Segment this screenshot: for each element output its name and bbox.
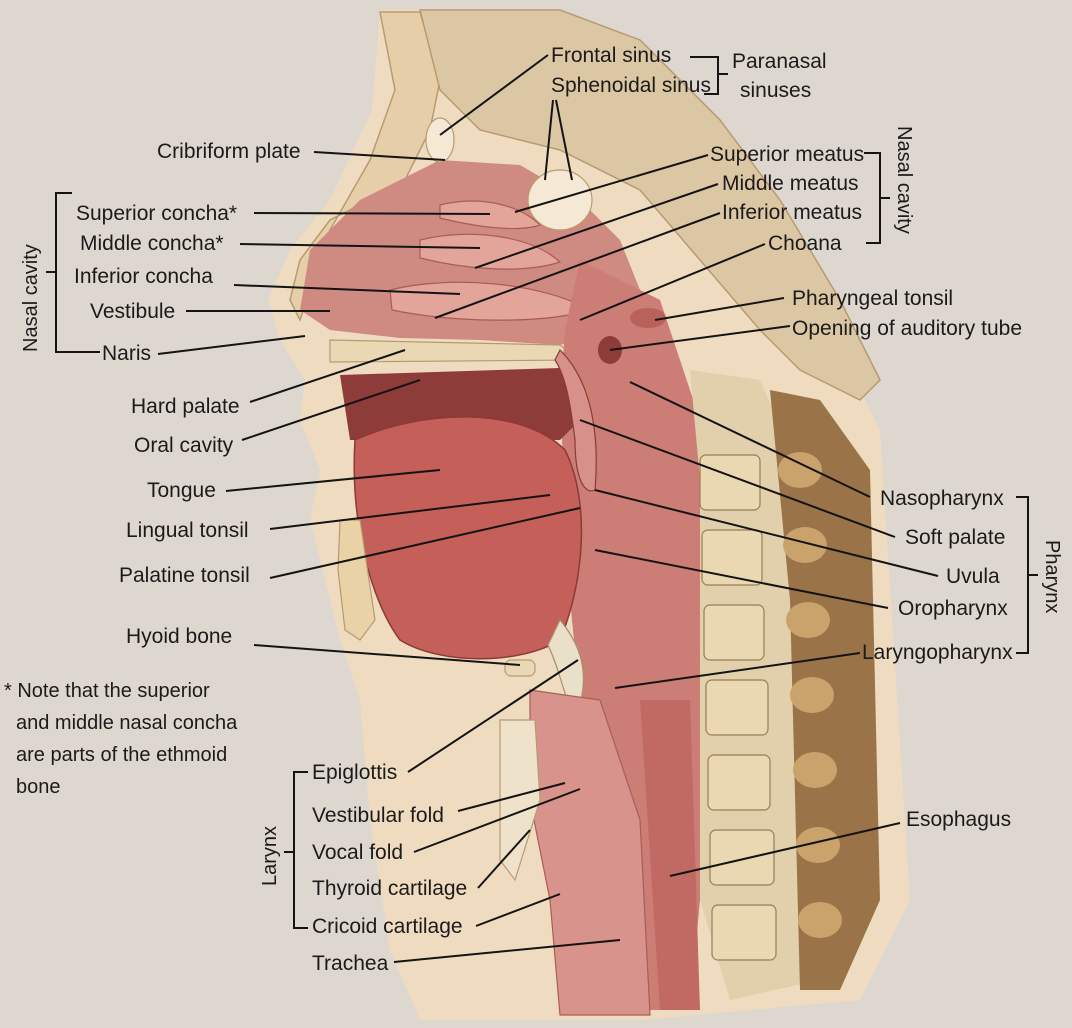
- label-lingual-tonsil: Lingual tonsil: [126, 519, 249, 542]
- label-trachea: Trachea: [312, 952, 389, 975]
- bracket-pharynx: [1016, 497, 1038, 653]
- label-soft-palate: Soft palate: [905, 526, 1005, 549]
- label-sphenoidal-sinus: Sphenoidal sinus: [551, 74, 711, 97]
- sphenoidal-sinus-shape: [528, 170, 592, 230]
- label-esophagus: Esophagus: [906, 808, 1011, 831]
- label-cricoid-cartilage: Cricoid cartilage: [312, 915, 463, 938]
- label-superior-meatus: Superior meatus: [710, 143, 864, 166]
- leader-naris: [158, 336, 305, 354]
- label-vocal-fold: Vocal fold: [312, 841, 403, 864]
- label-pharynx: Pharynx: [1041, 540, 1063, 613]
- note-line-4: bone: [16, 776, 61, 798]
- hyoid-bone-shape: [505, 660, 535, 676]
- label-nasal-cavity-right: Nasal cavity: [893, 126, 915, 234]
- label-nasopharynx: Nasopharynx: [880, 487, 1004, 510]
- label-nasal-cavity-left: Nasal cavity: [20, 244, 42, 352]
- label-tongue: Tongue: [147, 479, 216, 502]
- note-line-3: are parts of the ethmoid: [16, 744, 227, 766]
- label-middle-meatus: Middle meatus: [722, 172, 859, 195]
- label-vestibular-fold: Vestibular fold: [312, 804, 444, 827]
- label-pharyngeal-tonsil: Pharyngeal tonsil: [792, 287, 953, 310]
- bracket-larynx: [284, 772, 308, 928]
- label-paranasal-2: sinuses: [740, 79, 811, 102]
- label-inferior-concha: Inferior concha: [74, 265, 213, 288]
- label-vestibule: Vestibule: [90, 300, 175, 323]
- label-middle-concha: Middle concha*: [80, 232, 224, 255]
- label-laryngopharynx: Laryngopharynx: [862, 641, 1013, 664]
- note-line-2: and middle nasal concha: [16, 712, 238, 734]
- label-naris: Naris: [102, 342, 151, 365]
- label-hard-palate: Hard palate: [131, 395, 240, 418]
- pharyngeal-tonsil-shape: [630, 308, 666, 328]
- label-oral-cavity: Oral cavity: [134, 434, 234, 457]
- label-frontal-sinus: Frontal sinus: [551, 44, 671, 67]
- label-thyroid-cartilage: Thyroid cartilage: [312, 877, 467, 900]
- label-epiglottis: Epiglottis: [312, 761, 397, 784]
- label-cribriform-plate: Cribriform plate: [157, 140, 301, 163]
- label-uvula: Uvula: [946, 565, 1000, 588]
- label-larynx: Larynx: [259, 826, 281, 886]
- bracket-nasal-cavity-right: [864, 153, 890, 243]
- frontal-sinus-shape: [426, 118, 454, 162]
- label-opening-auditory-tube: Opening of auditory tube: [792, 317, 1022, 340]
- leader-superior-concha: [254, 213, 490, 214]
- label-inferior-meatus: Inferior meatus: [722, 201, 862, 224]
- label-palatine-tonsil: Palatine tonsil: [119, 564, 250, 587]
- label-hyoid-bone: Hyoid bone: [126, 625, 232, 648]
- label-superior-concha: Superior concha*: [76, 202, 237, 225]
- note-line-1: * Note that the superior: [4, 680, 210, 702]
- label-paranasal-1: Paranasal: [732, 50, 827, 73]
- label-choana: Choana: [768, 232, 842, 255]
- label-oropharynx: Oropharynx: [898, 597, 1008, 620]
- tongue-shape: [354, 417, 581, 659]
